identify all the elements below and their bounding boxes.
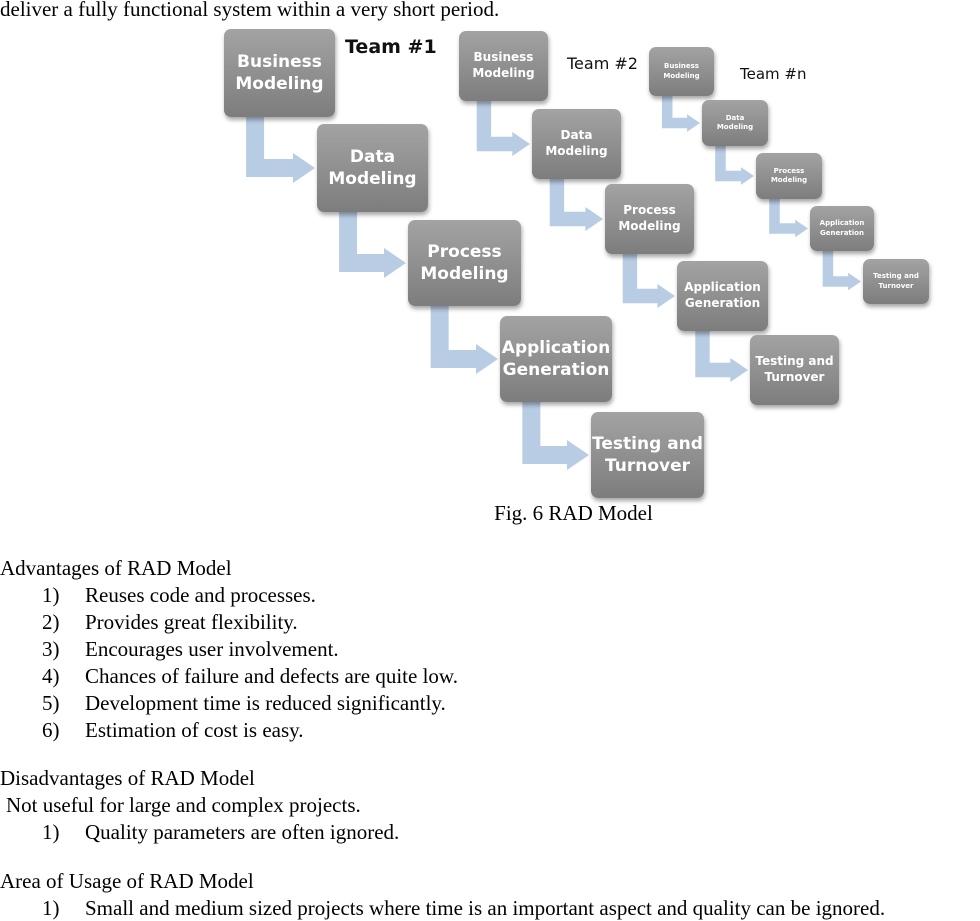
flow-arrow bbox=[522, 402, 589, 470]
process-step-box: Business Modeling bbox=[649, 47, 714, 96]
usage-title: Area of Usage of RAD Model bbox=[0, 869, 254, 893]
list-text: Encourages user involvement. bbox=[85, 637, 339, 661]
list-number: 2) bbox=[42, 610, 60, 634]
process-step-label: Testing and Turnover bbox=[755, 354, 834, 384]
process-step-box: Application Generation bbox=[500, 316, 612, 402]
flow-arrow bbox=[715, 146, 754, 185]
disadvantages-plain-line: Not useful for large and complex project… bbox=[6, 793, 361, 817]
process-step-label: Data Modeling bbox=[716, 113, 754, 131]
process-step-label: Application Generation bbox=[819, 219, 865, 237]
flow-arrow bbox=[339, 212, 406, 278]
flow-arrow bbox=[476, 101, 530, 157]
list-number: 1) bbox=[42, 896, 60, 920]
advantages-title: Advantages of RAD Model bbox=[0, 556, 232, 580]
list-text: Development time is reduced significantl… bbox=[85, 691, 446, 715]
process-step-label: Data Modeling bbox=[328, 146, 417, 189]
process-step-box: Application Generation bbox=[810, 206, 874, 251]
flow-arrow bbox=[822, 251, 861, 291]
process-step-label: Process Modeling bbox=[770, 166, 808, 184]
team-label: Team #2 bbox=[567, 54, 638, 73]
list-number: 6) bbox=[42, 718, 60, 742]
process-step-box: Testing and Turnover bbox=[863, 259, 929, 304]
process-step-box: Process Modeling bbox=[756, 153, 822, 199]
process-step-box: Data Modeling bbox=[702, 100, 768, 146]
process-step-label: Application Generation bbox=[501, 337, 611, 380]
team-label: Team #n bbox=[740, 65, 807, 83]
flow-arrow bbox=[695, 331, 748, 383]
list-text: Small and medium sized projects where ti… bbox=[85, 896, 886, 920]
process-step-label: Process Modeling bbox=[420, 241, 509, 284]
process-step-box: Business Modeling bbox=[459, 31, 548, 101]
flow-arrow bbox=[430, 306, 498, 374]
list-text: Provides great flexibility. bbox=[85, 610, 298, 634]
flow-arrow bbox=[549, 179, 603, 232]
list-number: 4) bbox=[42, 664, 60, 688]
list-number: 3) bbox=[42, 637, 60, 661]
process-step-box: Testing and Turnover bbox=[591, 412, 704, 498]
process-step-label: Business Modeling bbox=[472, 50, 535, 80]
process-step-box: Application Generation bbox=[677, 261, 768, 331]
intro-line: deliver a fully functional system within… bbox=[0, 0, 500, 21]
list-number: 1) bbox=[42, 583, 60, 607]
disadvantages-title: Disadvantages of RAD Model bbox=[0, 766, 255, 790]
flow-arrow bbox=[769, 199, 808, 238]
list-text: Reuses code and processes. bbox=[85, 583, 316, 607]
process-step-label: Application Generation bbox=[684, 280, 761, 310]
process-step-label: Business Modeling bbox=[235, 51, 324, 94]
list-text: Chances of failure and defects are quite… bbox=[85, 664, 458, 688]
process-step-box: Business Modeling bbox=[224, 29, 335, 117]
flow-arrow bbox=[246, 117, 315, 183]
process-step-label: Testing and Turnover bbox=[873, 272, 919, 290]
process-step-box: Process Modeling bbox=[408, 220, 521, 306]
list-number: 1) bbox=[42, 820, 60, 844]
flow-arrow bbox=[622, 254, 675, 309]
flow-arrow bbox=[661, 96, 700, 132]
process-step-label: Process Modeling bbox=[618, 203, 681, 233]
process-step-box: Testing and Turnover bbox=[750, 335, 839, 405]
list-text: Estimation of cost is easy. bbox=[85, 718, 304, 742]
team-label: Team #1 bbox=[345, 36, 437, 58]
list-text: Quality parameters are often ignored. bbox=[85, 820, 400, 844]
process-step-box: Data Modeling bbox=[317, 124, 428, 212]
figure-caption: Fig. 6 RAD Model bbox=[494, 501, 653, 525]
process-step-box: Data Modeling bbox=[532, 109, 621, 179]
arrow-layer bbox=[246, 96, 861, 470]
process-step-label: Testing and Turnover bbox=[592, 433, 703, 476]
process-step-label: Data Modeling bbox=[545, 128, 608, 158]
list-number: 5) bbox=[42, 691, 60, 715]
process-step-label: Business Modeling bbox=[663, 62, 700, 80]
process-step-box: Process Modeling bbox=[605, 184, 694, 254]
